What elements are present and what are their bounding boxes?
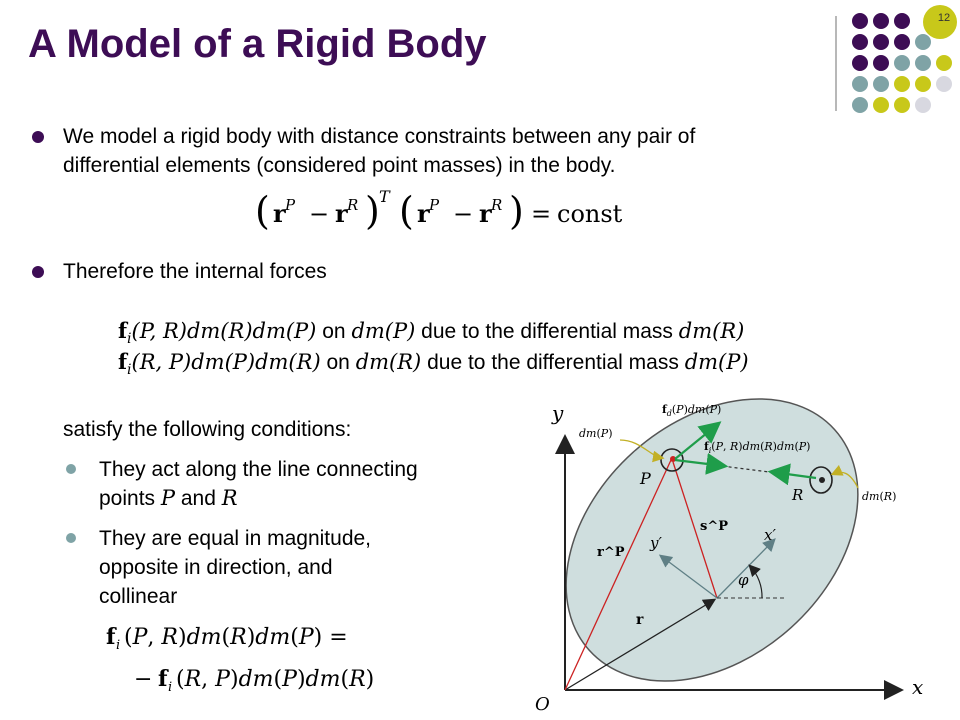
distance-constraint-equation: ( r P − r R ) T ( r P − r R ) = const xyxy=(255,187,623,233)
sub-bullet-2-line-3: collinear xyxy=(99,585,178,608)
svg-text:(P, R)dm(R)dm(P) =: (P, R)dm(R)dm(P) = xyxy=(124,625,348,650)
y-axis-label: y xyxy=(551,401,564,425)
local-y-axis xyxy=(658,554,718,599)
sub-bullet-2-line-2: opposite in direction, and xyxy=(99,556,333,579)
newton-third-law-equation: f i (P, R)dm(R)dm(P) = − f i (R, P)dm(P)… xyxy=(106,624,374,695)
rigid-body-diagram: y x O r r^P s^P x′ y′ φ P R fd(P)dm(P) d… xyxy=(535,398,923,715)
fd-label: fd(P)dm(P) xyxy=(662,403,721,418)
page-number: 12 xyxy=(937,12,951,24)
svg-text:i: i xyxy=(116,638,120,653)
r-label: r xyxy=(636,612,644,628)
svg-text:r: r xyxy=(417,199,430,228)
point-r-label: R xyxy=(791,486,803,504)
y-prime-label: y′ xyxy=(649,534,662,552)
svg-text:): ) xyxy=(509,189,524,233)
sub-bullet-2-line-1: They are equal in magnitude, xyxy=(99,527,372,550)
bullet-1-line-1: We model a rigid body with distance cons… xyxy=(63,125,696,148)
force-target: dm(R) xyxy=(355,350,422,374)
points-word: points xyxy=(99,487,156,510)
svg-text:−: − xyxy=(453,200,473,228)
bullet-marker xyxy=(32,131,44,143)
force-target: dm(P) xyxy=(351,319,416,343)
local-x-axis xyxy=(716,538,776,599)
x-prime-label: x′ xyxy=(764,526,776,544)
internal-force-on-p-arrow xyxy=(674,452,729,475)
conditions-intro: satisfy the following conditions: xyxy=(63,418,352,441)
sub-bullet-marker xyxy=(66,533,76,543)
point-p-symbol: P xyxy=(160,486,176,510)
dmR-pointer xyxy=(830,464,859,489)
and-word: and xyxy=(180,487,216,510)
phi-label: φ xyxy=(738,571,749,589)
svg-text:T: T xyxy=(379,187,391,206)
dmP-pointer xyxy=(619,439,665,463)
svg-text:r: r xyxy=(335,199,348,228)
svg-text:(: ( xyxy=(399,189,414,233)
bullet-marker xyxy=(32,266,44,278)
internal-force-on-r-arrow xyxy=(767,463,817,486)
force-due: due to the differential mass xyxy=(427,351,679,374)
svg-text:r: r xyxy=(479,199,492,228)
internal-force-1: fi(P, R)dm(R)dm(P) on dm(P) due to the d… xyxy=(118,318,744,347)
internal-force-2: fi(R, P)dm(P)dm(R) on dm(R) due to the d… xyxy=(118,349,749,378)
fi-label: fi(P, R)dm(R)dm(P) xyxy=(704,440,810,455)
svg-text:−: − xyxy=(309,200,329,228)
force-on: on xyxy=(326,351,350,374)
svg-text:P: P xyxy=(284,196,296,214)
force-source: dm(P) xyxy=(684,350,749,374)
force-subscript: i xyxy=(127,362,132,379)
svg-text:(: ( xyxy=(255,189,270,233)
svg-text:R: R xyxy=(490,196,502,214)
force-due: due to the differential mass xyxy=(421,320,673,343)
svg-text:f: f xyxy=(158,666,169,692)
force-symbol: f xyxy=(118,349,128,374)
rP-label: r^P xyxy=(597,545,625,560)
svg-text:): ) xyxy=(365,189,380,233)
point-p-dot xyxy=(670,456,676,462)
force-symbol: f xyxy=(118,318,128,343)
sub-bullet-marker xyxy=(66,464,76,474)
force-args: (P, R)dm(R)dm(P) xyxy=(131,319,317,343)
svg-text:R: R xyxy=(346,196,358,214)
point-r-symbol: R xyxy=(221,486,238,510)
point-p-label: P xyxy=(639,469,651,488)
x-axis-label: x xyxy=(912,675,923,699)
force-on: on xyxy=(322,320,346,343)
phi-angle-arc xyxy=(748,564,763,599)
svg-text:f: f xyxy=(106,624,117,650)
svg-text:i: i xyxy=(168,680,172,695)
title-divider xyxy=(835,16,837,111)
point-r-dot xyxy=(819,477,825,483)
origin-label: O xyxy=(535,694,550,715)
sP-label: s^P xyxy=(700,519,728,534)
point-r-element xyxy=(809,466,833,494)
dmR-label: dm(R) xyxy=(862,490,896,503)
svg-text:(R, P)dm(P)dm(R): (R, P)dm(P)dm(R) xyxy=(176,667,374,692)
svg-text:−: − xyxy=(134,667,152,692)
svg-text:P: P xyxy=(428,196,440,214)
sub-bullet-1-line-1: They act along the line connecting xyxy=(99,458,418,481)
bullet-2-text: Therefore the internal forces xyxy=(63,260,327,283)
rP-vector xyxy=(564,459,672,691)
sP-vector xyxy=(672,461,718,599)
sub-bullet-1-line-2: points P and R xyxy=(99,484,238,513)
force-args: (R, P)dm(P)dm(R) xyxy=(131,350,321,374)
force-source: dm(R) xyxy=(678,319,745,343)
dmP-label: dm(P) xyxy=(579,427,612,440)
svg-text:=: = xyxy=(531,200,551,228)
slide-title: A Model of a Rigid Body xyxy=(28,22,487,66)
external-force-on-p-arrow xyxy=(674,421,722,460)
position-vector-r xyxy=(564,598,717,691)
force-subscript: i xyxy=(127,331,132,348)
corner-dot-decoration xyxy=(852,5,957,113)
svg-text:const: const xyxy=(557,200,623,228)
bullet-1-line-2: differential elements (considered point … xyxy=(63,154,616,177)
svg-text:r: r xyxy=(273,199,286,228)
